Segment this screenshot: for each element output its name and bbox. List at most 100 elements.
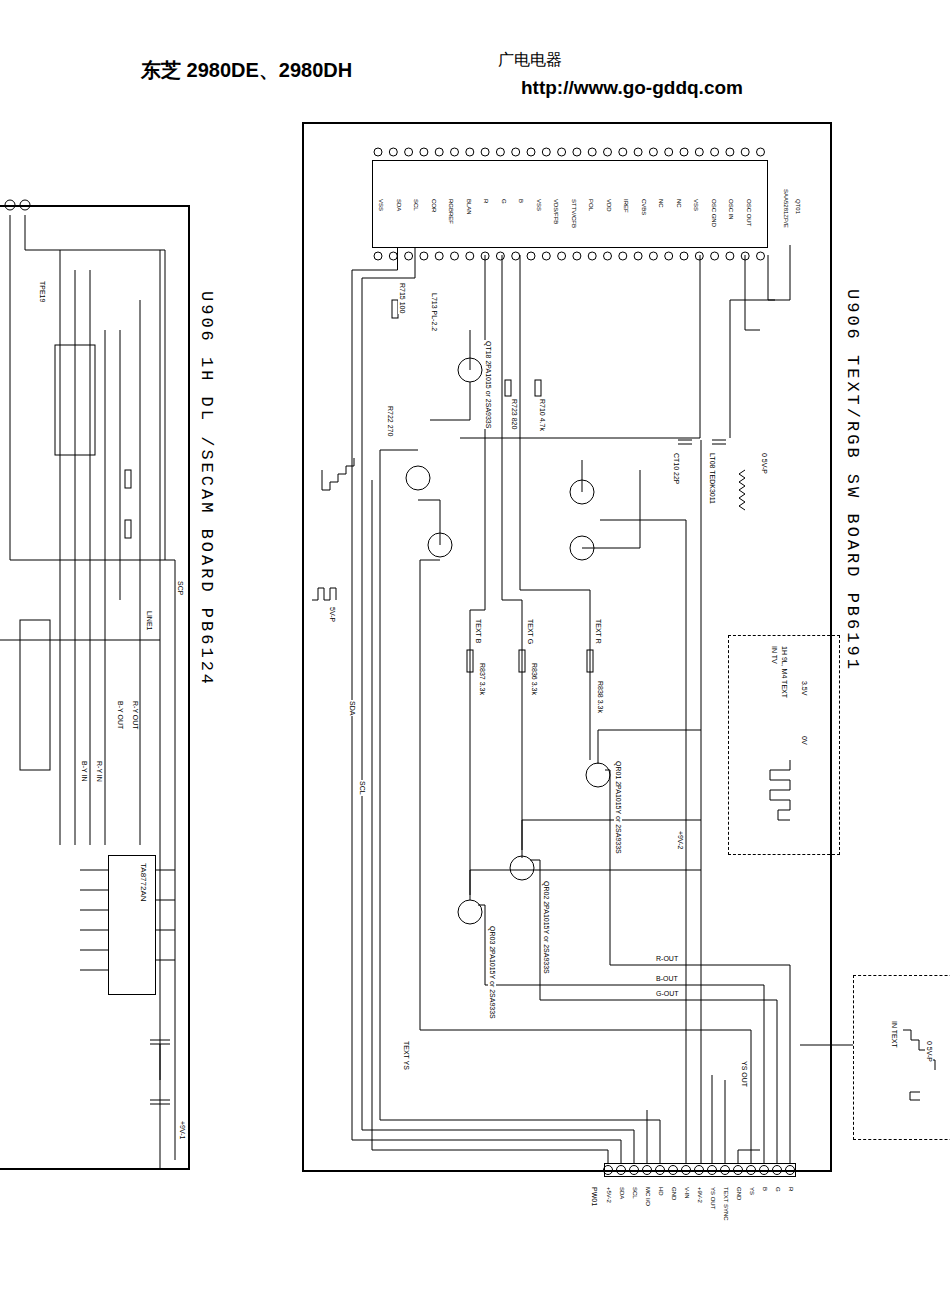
pin-circle [466,148,474,156]
signal-label: QT18 2PA1015 or 2SA933S [484,340,492,429]
node-title: PW01 [590,1186,598,1207]
signal-label: CVBS [640,198,647,216]
pin-circle [711,252,719,260]
connector-pin [760,1166,769,1175]
signal-label: OSC IN [727,198,734,221]
connector-pin [734,1166,743,1175]
page-title: 东芝 2980DE、2980DH [140,58,353,82]
signal-label: 0V [800,735,808,746]
pin-circle [588,148,596,156]
signal-label: R715 100 [398,282,406,314]
pin-circle [649,252,657,260]
signal-label: 广电电器 [497,50,563,69]
node-text: SAA5281ZP/E [782,188,789,229]
pin-circle [481,252,489,260]
signal-label: TEXT R [594,618,602,645]
signal-label: TEXT B [474,618,482,644]
connector-pin [721,1166,730,1175]
node-title: U906 TEXT/RGB SW BOARD PB6191 [842,288,862,673]
edge-label: SDA [348,700,356,716]
pin-circle [604,148,612,156]
signal-label: SCL [412,198,419,212]
signal-label: B [761,1186,768,1192]
ic-box: TA8772AN [108,855,156,995]
pin-circle [695,148,703,156]
signal-label: CT10 22P [672,452,680,486]
connector-pin [747,1166,756,1175]
signal-label: G [500,198,507,205]
pin-circle [649,148,657,156]
pin-circle [634,252,642,260]
signal-label: NC [675,198,682,209]
pin-circle [726,252,734,260]
signal-label: BLAN [465,198,472,216]
signal-label: HD [657,1186,664,1197]
signal-label: OSC OUT [745,198,752,227]
pin-circle [466,252,474,260]
signal-label: R837 3.3k [478,662,486,696]
signal-label: LINE1 [145,610,153,631]
signal-label: COR [430,198,437,213]
signal-label: R722 270 [386,405,394,437]
signal-label: LT08 TEDK3011 [708,452,716,505]
wiring [0,200,935,1170]
signal-label: QR02 2PA1015Y or 2SA933S [542,880,550,975]
pin-circle [527,252,535,260]
pin-circle [435,148,443,156]
signal-label: +9V-1 [178,1120,186,1141]
pin-circle [634,148,642,156]
pin-circle [496,252,504,260]
signal-label: R-Y IN [95,760,103,783]
edge-label: SCL [358,780,366,796]
signal-label: 1H 9L, M4 TEXT [780,645,788,699]
connector-pin [669,1166,678,1175]
signal-label: R-Y OUT [131,700,139,731]
bus-wire [352,248,621,1163]
pin-circle [542,148,550,156]
signal-label: B-Y IN [80,760,88,783]
pin-circle [741,252,749,260]
signal-label: L713 PL-2.2 [430,292,438,332]
pin-circle [741,148,749,156]
signal-label: 0 5V-P [925,1040,933,1063]
pin-circle [374,148,382,156]
bus-wire [362,248,634,1163]
pin-circle [405,148,413,156]
signal-label: TEXT YS [402,1040,410,1071]
signal-label: SDA [395,198,402,212]
signal-label: 5V-P [328,606,336,623]
signal-label: V-IN [683,1186,690,1200]
signal-label: http://www.go-gddq.com [520,76,744,99]
signal-label: R-OUT [655,955,679,963]
pin-circle [496,148,504,156]
pin-circle [389,252,397,260]
signal-label: NC [657,198,664,209]
signal-label: POL [587,198,594,212]
signal-label: G [774,1186,781,1193]
pin-circle [527,148,535,156]
pin-circle [420,252,428,260]
signal-label: QR01 2PA1015Y or 2SA933S [614,760,622,855]
connector-pin [708,1166,717,1175]
signal-label: +9V-2 [676,830,684,851]
signal-label: VSS [535,198,542,212]
pin-circle [512,148,520,156]
signal-label: SCP [176,580,184,596]
signal-label: G-OUT [655,990,680,998]
signal-label: 0 5V-P [760,452,768,475]
node-title: U906 1H DL /SECAM BOARD PB6124 [196,290,216,688]
pin-circle [558,148,566,156]
pin-circle [619,148,627,156]
pin-circle [680,148,688,156]
signal-label: SDA [618,1186,625,1200]
pin-circle [588,252,596,260]
signal-label: MC I/O [644,1186,651,1207]
connector-pin [786,1166,795,1175]
pin-circle [619,252,627,260]
connector-pin [773,1166,782,1175]
connector-pin [682,1166,691,1175]
signal-label: TPE19 [38,280,46,303]
pin-circle [558,252,566,260]
